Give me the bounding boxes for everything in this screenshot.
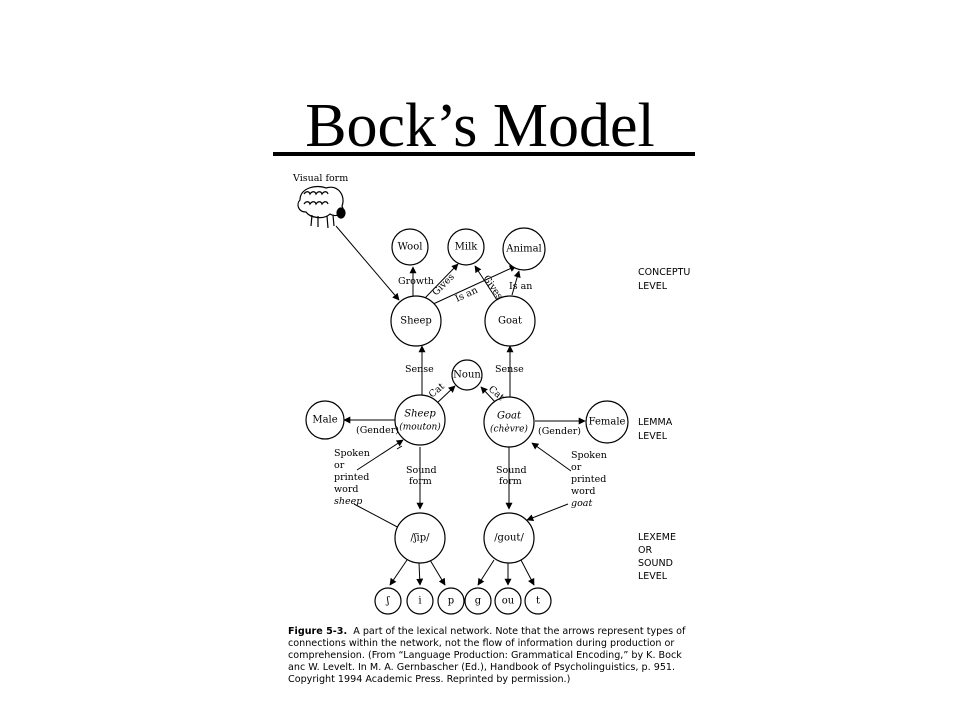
sound-form-edge-label: form xyxy=(499,476,522,487)
goat-concept-label: Goat xyxy=(498,316,522,327)
sheep-concept-label: Sheep xyxy=(400,316,432,327)
spoken-word-label: Spoken xyxy=(571,450,607,461)
phoneme-node xyxy=(494,587,522,615)
lexeme-level-label: LEXEME xyxy=(638,532,676,543)
lexeme-level-label: LEVEL xyxy=(638,571,668,582)
phoneme-label: p xyxy=(448,596,454,607)
phoneme-node xyxy=(437,587,465,615)
sheep-sketch-icon xyxy=(297,185,346,229)
noun-node xyxy=(451,359,483,391)
milk-node xyxy=(447,228,485,266)
sound-form-edge-label: Sound xyxy=(406,465,437,476)
sheep-lexeme-label: /ʃip/ xyxy=(410,533,430,544)
spoken-word-label: printed xyxy=(334,472,369,483)
gender-edge-label: (Gender) xyxy=(538,426,581,437)
sense-edge-label: Sense xyxy=(405,364,434,375)
phoneme-label: g xyxy=(475,596,482,607)
wool-label: Wool xyxy=(398,242,423,253)
animal-label: Animal xyxy=(505,244,542,255)
conceptual-level-label: LEVEL xyxy=(638,281,668,292)
figure-caption-text: A part of the lexical network. Note that… xyxy=(288,626,686,685)
spoken-word-label: or xyxy=(334,460,345,471)
goat-lexeme-node xyxy=(483,512,535,564)
female-node xyxy=(585,400,629,444)
figure-caption: Figure 5-3. A part of the lexical networ… xyxy=(288,626,698,686)
spoken-word-label: or xyxy=(571,462,582,473)
goat-lemma-label: Goat xyxy=(497,411,522,422)
male-node xyxy=(305,400,345,440)
lemma-level-label: LEVEL xyxy=(638,431,668,442)
male-label: Male xyxy=(312,415,337,426)
gender-edge-label: (Gender) xyxy=(356,425,399,436)
lexeme-level-label: OR xyxy=(638,545,652,556)
goat-concept-node xyxy=(484,295,536,347)
spoken-word-label: word xyxy=(571,486,595,497)
phoneme-node xyxy=(524,587,552,615)
spoken-word-label: sheep xyxy=(334,496,362,507)
conceptual-level-label: CONCEPTU xyxy=(638,267,690,278)
sheep-lemma-label: Sheep xyxy=(404,409,436,420)
is-an-edge-label: Is an xyxy=(509,281,532,292)
is-an-edge-label: Is an xyxy=(454,285,480,305)
animal-node xyxy=(502,227,546,271)
sheep-lexeme-node xyxy=(394,512,446,564)
spoken-word-label: word xyxy=(334,484,358,495)
figure-number: Figure 5-3. xyxy=(288,626,348,637)
phoneme-node xyxy=(374,587,402,615)
growth-edge-label: Growth xyxy=(398,276,434,287)
phoneme-node xyxy=(464,587,492,615)
network-edges xyxy=(335,225,586,586)
slide-title: Bock’s Model xyxy=(305,92,655,160)
goat-lexeme-label: /gout/ xyxy=(494,533,524,544)
lemma-level-label: LEMMA xyxy=(638,417,673,428)
title-underline xyxy=(273,152,695,156)
phoneme-label: t xyxy=(536,596,540,607)
milk-label: Milk xyxy=(455,242,479,253)
goat-lemma-node xyxy=(483,396,535,448)
wool-node xyxy=(391,228,429,266)
noun-label: Noun xyxy=(453,370,481,381)
spoken-word-label: goat xyxy=(571,498,592,509)
sheep-lemma-node xyxy=(394,394,446,446)
visual-form-label: Visual form xyxy=(292,173,348,184)
phoneme-node xyxy=(406,587,434,615)
sheep-concept-node xyxy=(390,295,442,347)
goat-lemma-sublabel: (chèvre) xyxy=(490,424,528,435)
sense-edge-label: Sense xyxy=(495,364,524,375)
sheep-lemma-sublabel: (mouton) xyxy=(399,422,441,433)
spoken-word-label: Spoken xyxy=(334,448,370,459)
phoneme-label: ʃ xyxy=(386,596,391,607)
phoneme-label: i xyxy=(418,596,421,607)
gives-edge-label: Gives xyxy=(481,273,505,301)
spoken-word-label: printed xyxy=(571,474,606,485)
female-label: Female xyxy=(589,417,626,428)
lexeme-level-label: SOUND xyxy=(638,558,673,569)
phoneme-label: ou xyxy=(502,596,515,607)
sound-form-edge-label: Sound xyxy=(496,465,527,476)
sound-form-edge-label: form xyxy=(409,476,432,487)
